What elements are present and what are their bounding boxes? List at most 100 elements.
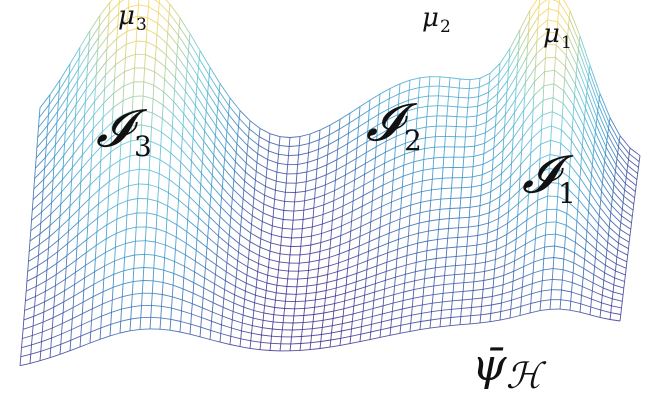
mesh-line-u <box>374 288 385 293</box>
mesh-line-v <box>538 158 541 173</box>
mesh-line-u <box>122 293 133 298</box>
mesh-line-u <box>388 238 399 244</box>
mesh-line-u <box>574 252 585 260</box>
mesh-line-v <box>298 136 301 146</box>
mesh-line-v <box>52 307 55 318</box>
mesh-line-v <box>121 115 123 131</box>
mesh-line-v <box>624 274 626 282</box>
mesh-line-v <box>235 143 238 153</box>
mesh-line-v <box>555 209 558 222</box>
mesh-line-v <box>262 204 265 213</box>
wireframe-mesh <box>19 0 641 367</box>
mesh-line-u <box>30 222 42 232</box>
mesh-line-v <box>478 205 481 216</box>
mesh-line-u <box>261 334 272 337</box>
mesh-line-v <box>378 237 380 248</box>
mesh-line-v <box>34 168 36 179</box>
mesh-line-u <box>212 311 223 317</box>
mesh-line-u <box>377 252 388 258</box>
mesh-line-v <box>159 145 162 160</box>
mesh-line-v <box>92 114 95 129</box>
mesh-line-v <box>125 215 128 230</box>
mesh-line-u <box>57 243 68 253</box>
mesh-line-v <box>456 106 459 117</box>
mesh-line-u <box>91 131 103 144</box>
mesh-line-u <box>116 31 128 39</box>
mesh-line-u <box>195 95 207 112</box>
mesh-line-u <box>178 199 189 209</box>
mesh-line-u <box>396 255 408 260</box>
mesh-line-v <box>371 190 374 202</box>
mesh-line-v <box>100 146 102 161</box>
mesh-line-v <box>337 139 339 150</box>
mesh-line-v <box>103 88 106 104</box>
mesh-line-u <box>575 242 586 251</box>
mesh-line-u <box>491 302 502 306</box>
mesh-line-u <box>321 229 332 234</box>
mesh-line-u <box>42 179 54 191</box>
mesh-line-u <box>461 307 472 309</box>
mesh-line-u <box>353 302 364 307</box>
mesh-line-v <box>484 252 487 263</box>
mesh-line-u <box>177 45 189 61</box>
mesh-line-v <box>591 290 593 300</box>
mesh-line-u <box>492 293 503 297</box>
mesh-line-u <box>593 274 605 281</box>
mesh-line-v <box>368 241 370 252</box>
mesh-line-v <box>128 0 130 8</box>
mesh-line-v <box>113 260 116 275</box>
mesh-line-v <box>286 164 289 174</box>
mesh-line-u <box>591 298 602 304</box>
mesh-line-u <box>486 239 498 244</box>
mesh-line-v <box>112 93 115 108</box>
mesh-line-u <box>210 195 222 208</box>
mesh-line-v <box>618 141 620 148</box>
mesh-line-v <box>252 310 255 319</box>
mesh-line-v <box>479 314 482 323</box>
mesh-line-v <box>574 231 577 243</box>
mesh-line-v <box>88 30 91 42</box>
mesh-line-u <box>269 141 280 146</box>
mesh-line-v <box>621 202 624 210</box>
mesh-line-u <box>38 247 49 256</box>
mesh-line-u <box>490 311 501 314</box>
mesh-line-u <box>262 327 273 330</box>
mesh-line-v <box>334 287 337 296</box>
mesh-line-v <box>186 219 189 232</box>
mesh-line-u <box>136 40 147 43</box>
mesh-line-u <box>45 274 57 282</box>
mesh-line-u <box>342 313 354 317</box>
mesh-line-u <box>347 137 358 144</box>
mesh-line-v <box>456 237 459 248</box>
mesh-line-u <box>568 25 579 50</box>
mesh-line-v <box>392 294 395 304</box>
mesh-line-v <box>44 157 46 169</box>
mesh-line-v <box>474 136 476 147</box>
mesh-line-v <box>588 65 591 72</box>
mesh-line-v <box>543 246 546 259</box>
mesh-line-u <box>570 152 582 168</box>
mesh-line-v <box>629 229 632 236</box>
mesh-line-v <box>74 116 76 130</box>
mesh-line-u <box>275 299 286 302</box>
mesh-line-v <box>434 258 437 268</box>
mesh-line-u <box>427 238 438 242</box>
mesh-line-u <box>581 145 593 166</box>
mesh-line-u <box>163 269 174 274</box>
mesh-line-v <box>631 216 633 223</box>
mesh-line-v <box>204 257 207 268</box>
mesh-line-v <box>311 217 314 227</box>
mesh-line-u <box>329 119 341 126</box>
mesh-line-v <box>320 233 322 243</box>
mesh-line-v <box>511 281 514 291</box>
mesh-line-v <box>436 239 439 250</box>
mesh-line-u <box>182 288 194 294</box>
mesh-line-v <box>257 145 259 154</box>
mesh-line-u <box>297 277 308 280</box>
mesh-line-u <box>423 285 434 289</box>
mesh-line-v <box>253 302 256 311</box>
mesh-line-v <box>29 354 32 364</box>
mesh-line-v <box>103 265 106 280</box>
mesh-line-v <box>360 216 362 227</box>
mesh-line-u <box>327 271 338 275</box>
